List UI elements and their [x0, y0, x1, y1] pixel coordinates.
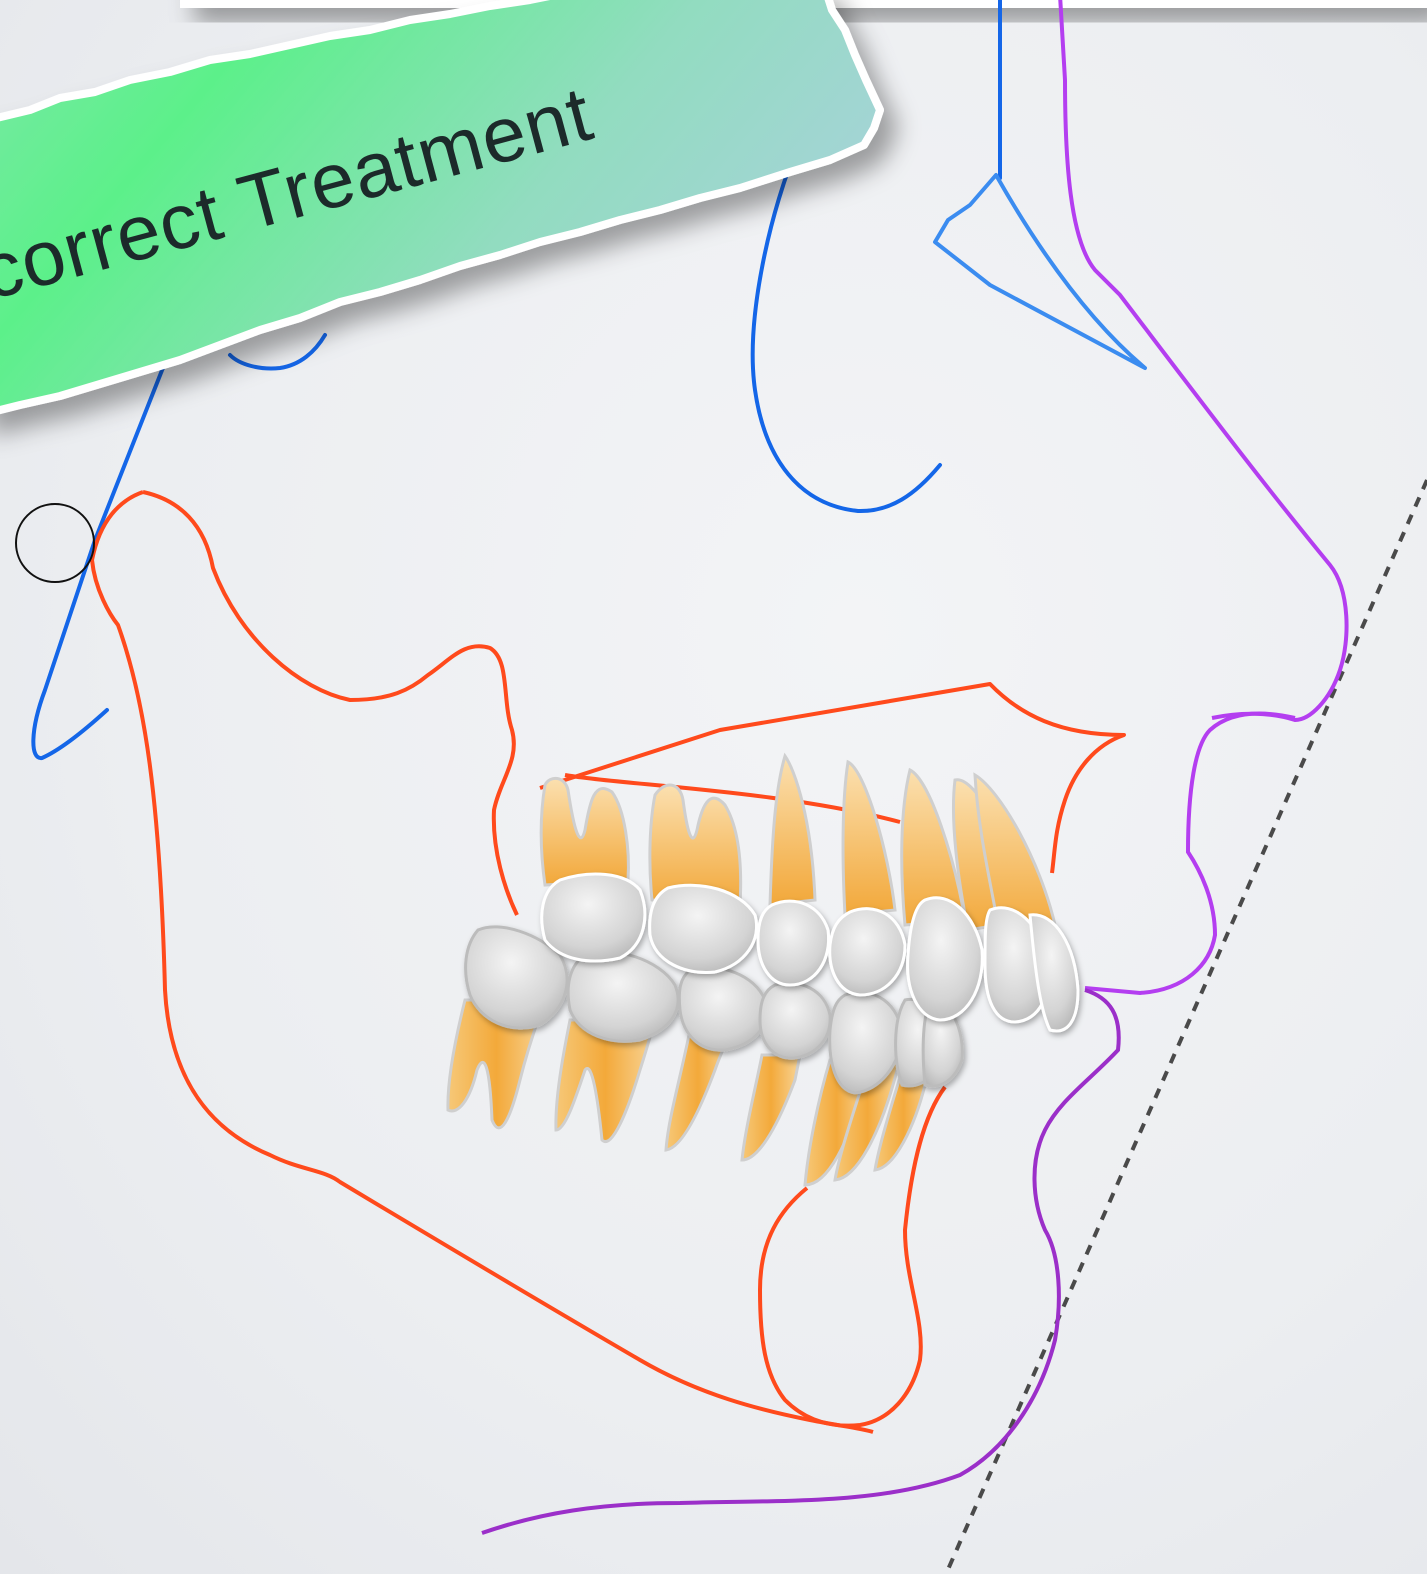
- dentition: [448, 756, 1078, 1185]
- nasal-tracing: [935, 175, 1145, 368]
- circle-marker-icon: [16, 504, 94, 582]
- facial-reference-line: [946, 480, 1427, 1574]
- treatment-banner: correct Treatment: [0, 0, 880, 415]
- soft-tissue-profile: [1060, 0, 1347, 993]
